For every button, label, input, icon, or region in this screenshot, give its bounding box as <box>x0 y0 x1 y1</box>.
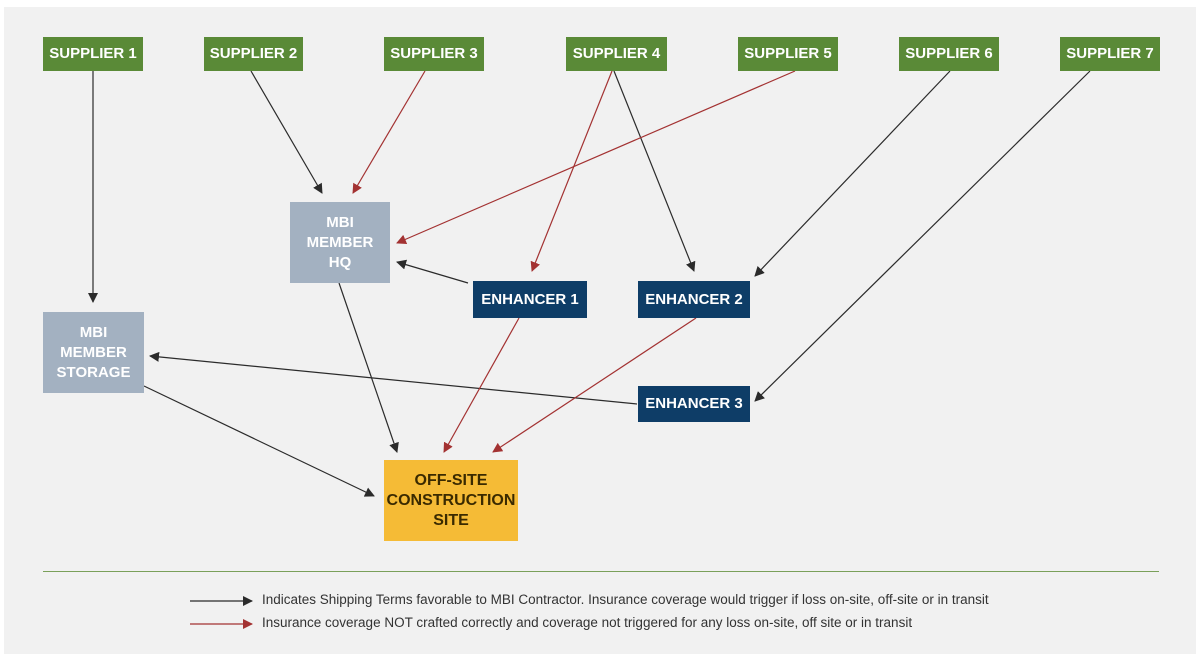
site-line-3: SITE <box>433 511 469 529</box>
enhancer-3-node: ENHANCER 3 <box>638 386 750 422</box>
site-line-1: OFF-SITE <box>414 471 488 489</box>
storage-line-1: MBI <box>79 323 108 341</box>
site-line-2: CONSTRUCTION <box>386 491 516 509</box>
legend-text-favorable: Indicates Shipping Terms favorable to MB… <box>262 592 989 607</box>
hq-line-3: HQ <box>328 253 352 271</box>
supplier-3-node: SUPPLIER 3 <box>384 37 484 71</box>
edge-e1-to-hq <box>396 259 469 284</box>
edge-s6-to-e2 <box>754 70 951 277</box>
hq-line-1: MBI <box>326 213 354 231</box>
legend-text-not-triggered: Insurance coverage NOT crafted correctly… <box>262 615 913 630</box>
edge-e2-to-site <box>492 317 697 453</box>
diagram-panel <box>4 7 1196 654</box>
off-site-construction-site-node: OFF-SITE CONSTRUCTION SITE <box>384 460 518 541</box>
edge-storage-to-site <box>143 385 375 497</box>
supplier-5-node: SUPPLIER 5 <box>738 37 838 71</box>
enhancer-2-node: ENHANCER 2 <box>638 281 750 318</box>
supplier-4-node: SUPPLIER 4 <box>566 37 667 71</box>
edge-hq-to-site <box>338 282 399 453</box>
legend-divider <box>43 571 1159 572</box>
edge-e1-to-site <box>443 317 520 453</box>
edge-s5-to-hq <box>396 70 796 245</box>
edge-e3-to-storage <box>149 351 638 405</box>
storage-line-2: MEMBER <box>60 343 127 361</box>
storage-line-3: STORAGE <box>56 363 131 381</box>
edge-s2-to-hq <box>250 70 323 194</box>
supplier-2-node: SUPPLIER 2 <box>204 37 303 71</box>
enhancer-1-node: ENHANCER 1 <box>473 281 587 318</box>
edge-s4-to-e1 <box>530 70 613 272</box>
mbi-member-storage-node: MBI MEMBER STORAGE <box>43 312 144 393</box>
hq-line-2: MEMBER <box>306 233 374 251</box>
supplier-1-node: SUPPLIER 1 <box>43 37 143 71</box>
edge-s4-to-e2 <box>613 70 696 272</box>
mbi-member-hq-node: MBI MEMBER HQ <box>290 202 390 283</box>
supplier-7-node: SUPPLIER 7 <box>1060 37 1160 71</box>
edge-s7-to-e3 <box>754 70 1091 402</box>
supplier-6-node: SUPPLIER 6 <box>899 37 999 71</box>
edge-s3-to-hq <box>352 70 426 194</box>
edge-group <box>88 70 1091 497</box>
